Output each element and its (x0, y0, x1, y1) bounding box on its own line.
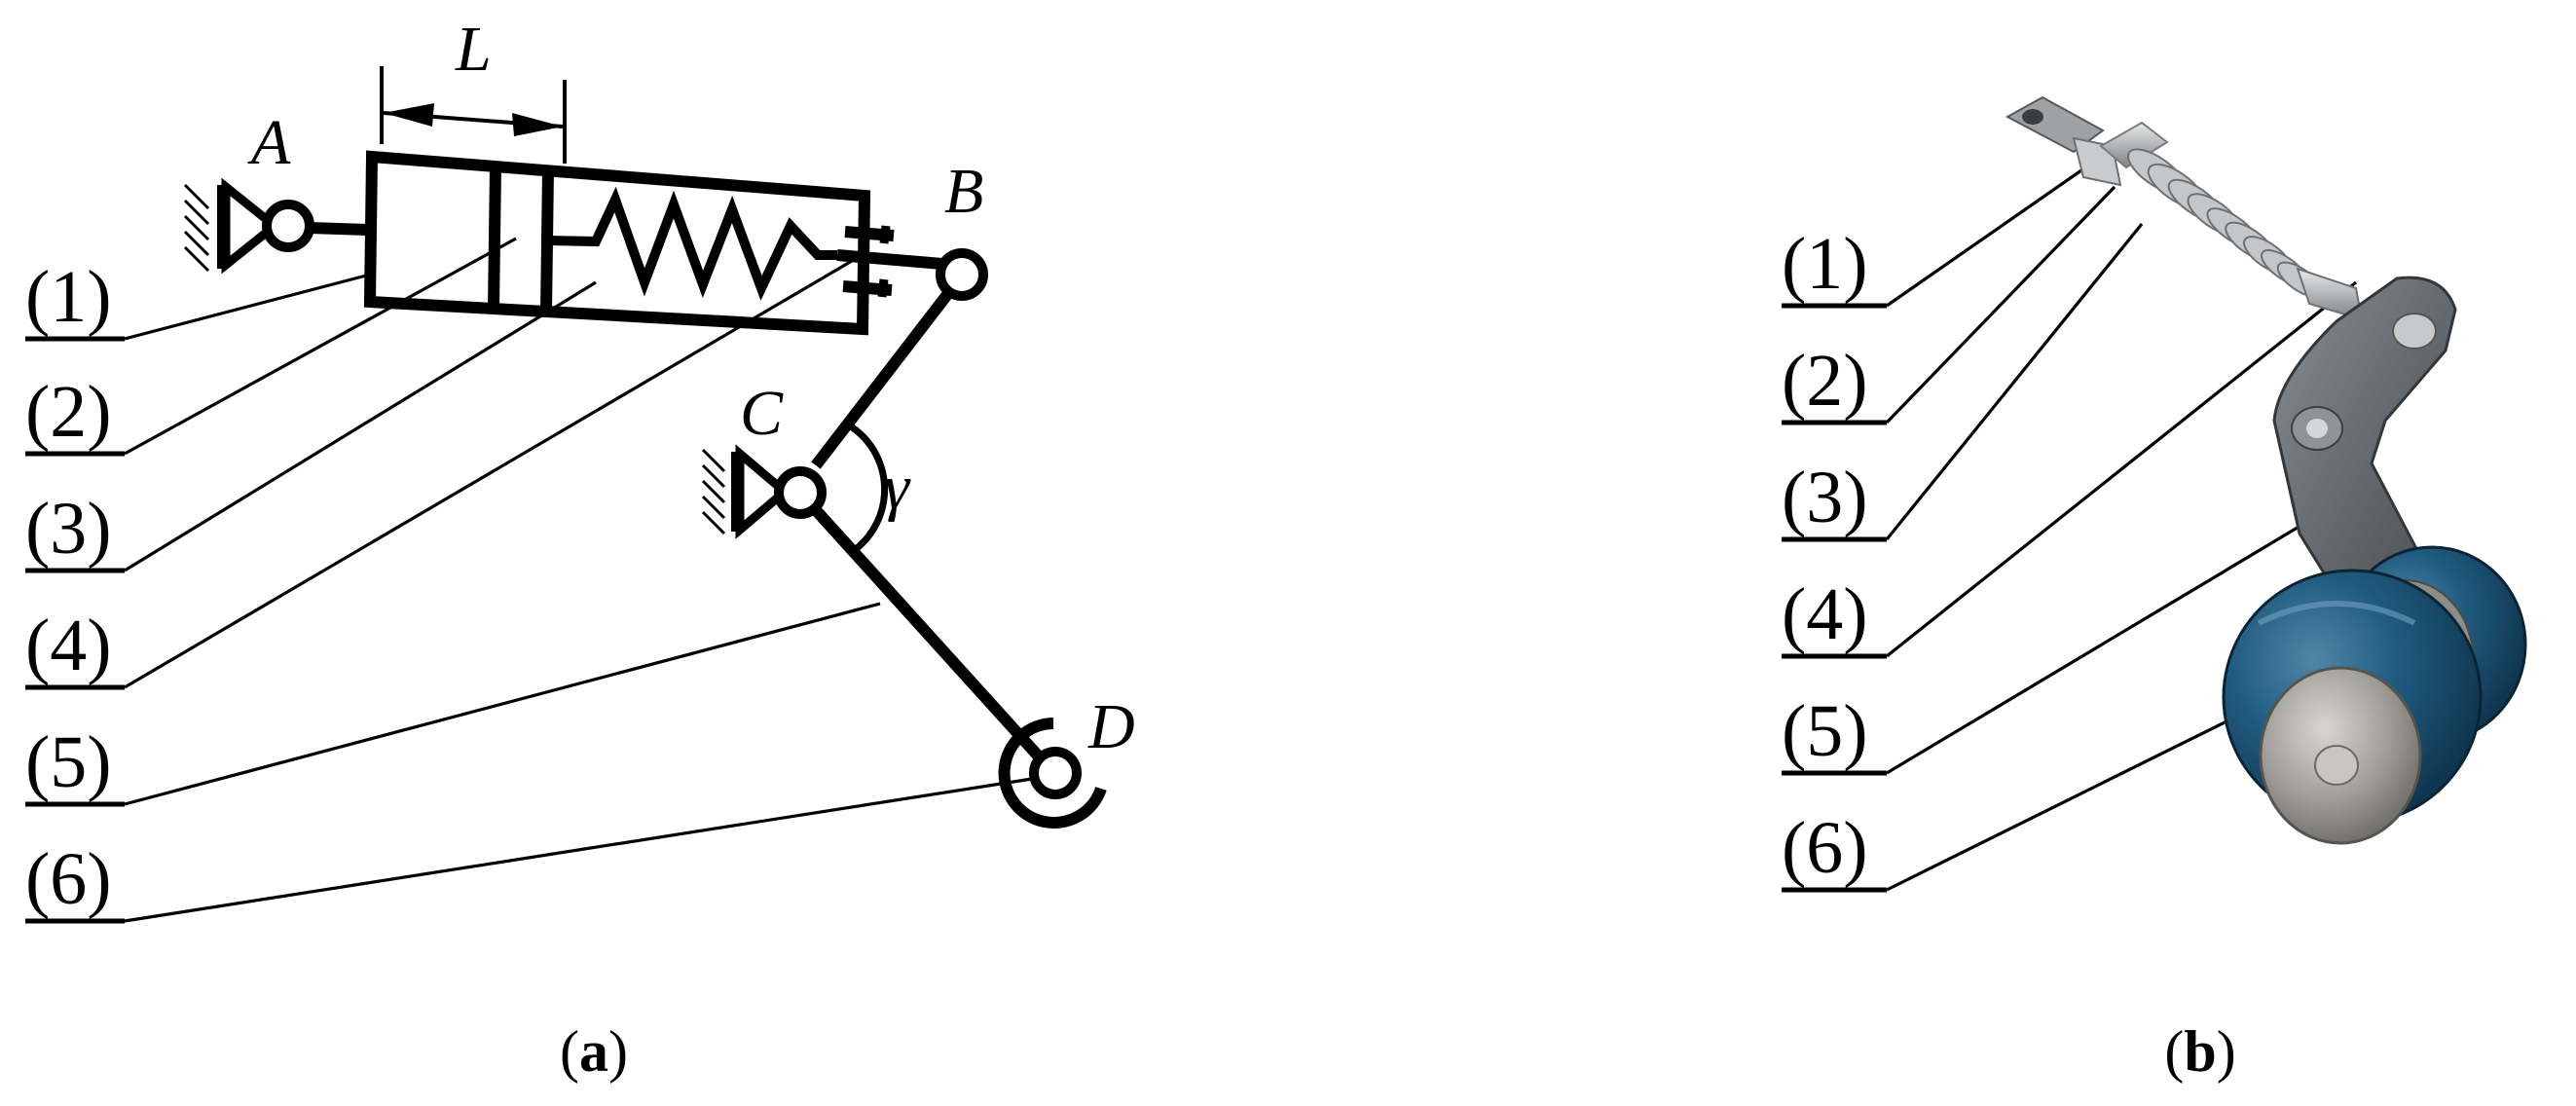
wheel-d-arc (998, 718, 1107, 829)
point-label-a: A (247, 107, 291, 178)
leader-lines-a (124, 237, 1033, 923)
dimension-l (380, 66, 567, 164)
leader-lines-b (1885, 162, 2367, 892)
part-labels-a: (1) (2) (3) (4) (5) (6) (25, 256, 125, 924)
fixed-support-c (701, 444, 827, 539)
pivot-d (1029, 747, 1082, 799)
spring-render (2099, 121, 2364, 321)
part-labels-b: (1) (2) (3) (4) (5) (6) (1782, 223, 1887, 893)
length-label-l: L (455, 14, 492, 85)
caption-a: (a) (560, 1019, 628, 1084)
pivot-b (936, 248, 988, 301)
label-a-1: (1) (25, 256, 112, 338)
cylinder-body (363, 150, 871, 336)
point-label-d: D (1087, 691, 1135, 762)
point-label-c: C (740, 378, 784, 449)
seal-tick-bottom (877, 278, 889, 298)
label-a-5: (5) (25, 721, 112, 803)
caption-b: (b) (2164, 1019, 2235, 1084)
label-a-3: (3) (25, 488, 112, 570)
label-b-4: (4) (1782, 573, 1868, 655)
pivot-a (262, 200, 314, 252)
pivot-c (774, 466, 827, 519)
panel-a-schematic: (1) (2) (3) (4) (5) (6) A B C D L γ (a) (25, 14, 1135, 1084)
piston-rod (836, 249, 943, 270)
rod-a-cylinder (309, 222, 369, 236)
spring-schematic (547, 186, 837, 301)
link-cd (811, 505, 1043, 760)
piston (488, 166, 501, 309)
point-label-b: B (944, 156, 983, 227)
seal-tick-top (879, 225, 891, 244)
label-a-4: (4) (25, 605, 112, 686)
label-a-6: (6) (25, 838, 112, 920)
wheel-pair (2222, 545, 2527, 845)
fixed-support-a (183, 177, 314, 275)
angle-label-gamma: γ (884, 452, 911, 523)
link-bc (811, 288, 954, 469)
label-b-5: (5) (1782, 690, 1868, 772)
label-a-2: (2) (25, 371, 112, 453)
panel-b-render: (1) (2) (3) (4) (5) (6) (b) (1782, 95, 2527, 1084)
label-b-1: (1) (1782, 223, 1868, 305)
piston-rod-wall (540, 169, 554, 313)
label-b-6: (6) (1782, 807, 1868, 889)
lever-bracket (2272, 276, 2457, 633)
rod-end-clevis (2005, 95, 2122, 187)
angle-gamma-arc (849, 424, 889, 552)
label-b-3: (3) (1782, 457, 1868, 538)
label-b-2: (2) (1782, 340, 1868, 422)
